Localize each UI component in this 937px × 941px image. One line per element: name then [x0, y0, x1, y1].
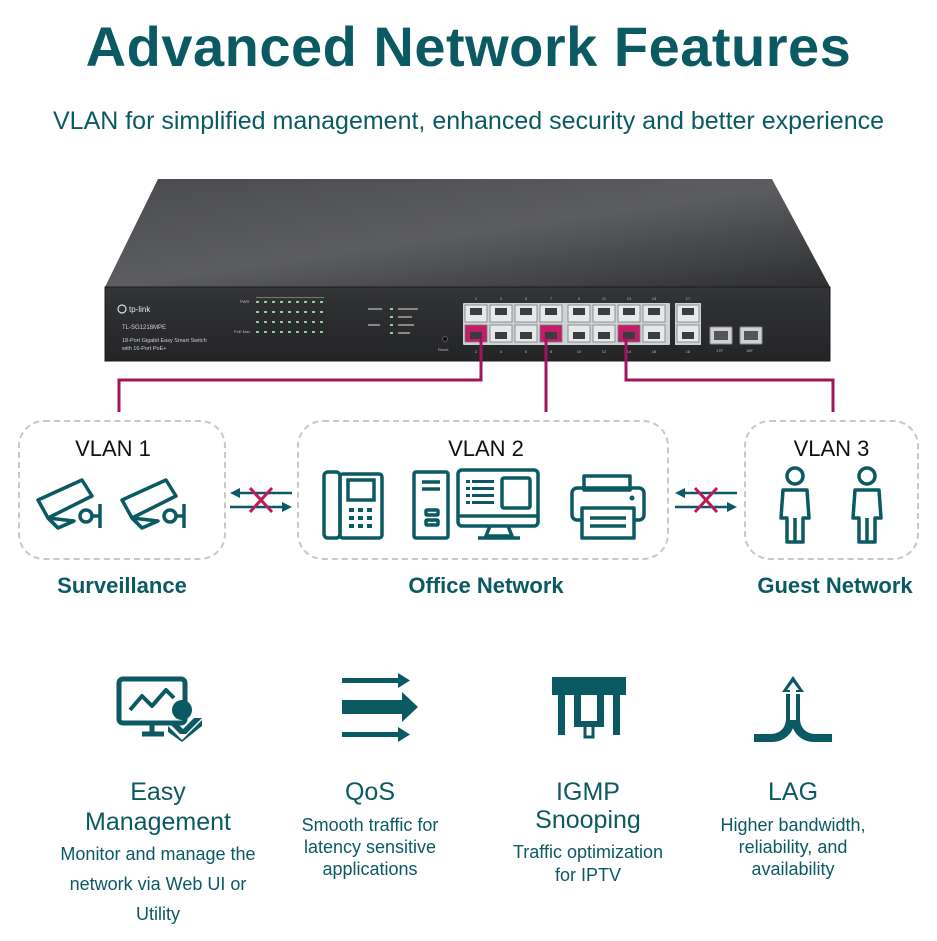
feature-desc-line: reliability, and [738, 837, 848, 857]
feature-desc-line: network via Web UI or [69, 874, 247, 894]
feature-title-line1: Easy [130, 778, 186, 806]
switch-top-panel [105, 179, 830, 287]
svg-text:7: 7 [550, 296, 553, 301]
feature-desc-line: Higher bandwidth, [720, 815, 866, 835]
feature-desc-line: availability [751, 859, 835, 879]
switch-desc-2: with 16-Port PoE+ [121, 346, 166, 352]
svg-text:17F: 17F [716, 348, 723, 353]
feature-desc-line: applications [322, 859, 418, 879]
led-legend [368, 308, 418, 334]
vlan3-label: VLAN 3 [793, 436, 870, 461]
switch-model: TL-SG1218MPE [122, 325, 166, 331]
svg-text:16: 16 [652, 349, 657, 354]
feature-desc-line: Monitor and manage the [60, 844, 256, 864]
vlan1-group-label: Surveillance [57, 573, 187, 598]
feature-title-line1: LAG [767, 778, 819, 806]
feature-desc-line: latency sensitive [303, 837, 437, 857]
svg-text:11: 11 [602, 296, 607, 301]
page-subtitle: VLAN for simplified management, enhanced… [52, 107, 885, 135]
svg-text:PWR: PWR [240, 299, 249, 304]
svg-text:14: 14 [627, 349, 632, 354]
led-matrix: PWR PoE Max [234, 297, 324, 334]
page-title: Advanced Network Features [85, 15, 852, 78]
switch-illustration: tp-link TL-SG1218MPE 18-Port Gigabit Eas… [100, 175, 835, 365]
svg-text:18: 18 [686, 349, 691, 354]
vlan3-group-label: Guest Network [757, 573, 913, 598]
svg-text:10: 10 [577, 349, 582, 354]
igmp-icon [552, 677, 628, 741]
vlan2-box [297, 420, 669, 560]
feature-desc-line: for IPTV [554, 865, 621, 885]
svg-text:5: 5 [525, 296, 528, 301]
feature-title-line1: QoS [344, 778, 396, 806]
switch-brand: tp-link [129, 305, 151, 314]
person-icon [777, 466, 813, 546]
monitor-check-icon [116, 676, 204, 742]
svg-text:18F: 18F [746, 348, 753, 353]
vlan3-box [744, 420, 919, 560]
svg-text:9: 9 [578, 296, 581, 301]
svg-text:8: 8 [550, 349, 553, 354]
camera-icon [118, 478, 198, 538]
lag-merge-icon [752, 674, 834, 744]
ip-phone-icon [322, 470, 386, 542]
svg-text:3: 3 [500, 296, 503, 301]
svg-text:PoE Max: PoE Max [234, 329, 250, 334]
svg-text:12: 12 [602, 349, 607, 354]
reset-button [442, 336, 448, 342]
feature-title-line1: IGMP [556, 778, 620, 806]
feature-desc-line: Traffic optimization [512, 842, 664, 862]
camera-icon [34, 478, 114, 538]
person-icon [849, 466, 885, 546]
svg-text:15: 15 [652, 296, 657, 301]
switch-desc-1: 18-Port Gigabit Easy Smart Switch [122, 338, 207, 344]
svg-text:1: 1 [475, 296, 478, 301]
feature-title-line2: Snooping [535, 806, 641, 834]
blocked-traffic-icon [673, 485, 739, 515]
arrows-right-icon [340, 672, 420, 744]
desktop-computer-icon [412, 468, 542, 542]
blocked-traffic-icon [228, 485, 294, 515]
svg-text:4: 4 [500, 349, 503, 354]
svg-text:Reset: Reset [438, 347, 449, 352]
vlan2-label: VLAN 2 [448, 436, 524, 461]
feature-title-line2: Management [85, 808, 231, 836]
vlan1-label: VLAN 1 [75, 436, 151, 461]
printer-icon [570, 472, 646, 542]
svg-text:17: 17 [686, 296, 691, 301]
svg-text:13: 13 [627, 296, 632, 301]
feature-desc-line: Smooth traffic for [301, 815, 439, 835]
svg-text:6: 6 [525, 349, 528, 354]
feature-desc-line: Utility [136, 904, 180, 924]
vlan1-box [18, 420, 226, 560]
vlan2-group-label: Office Network [408, 573, 564, 598]
